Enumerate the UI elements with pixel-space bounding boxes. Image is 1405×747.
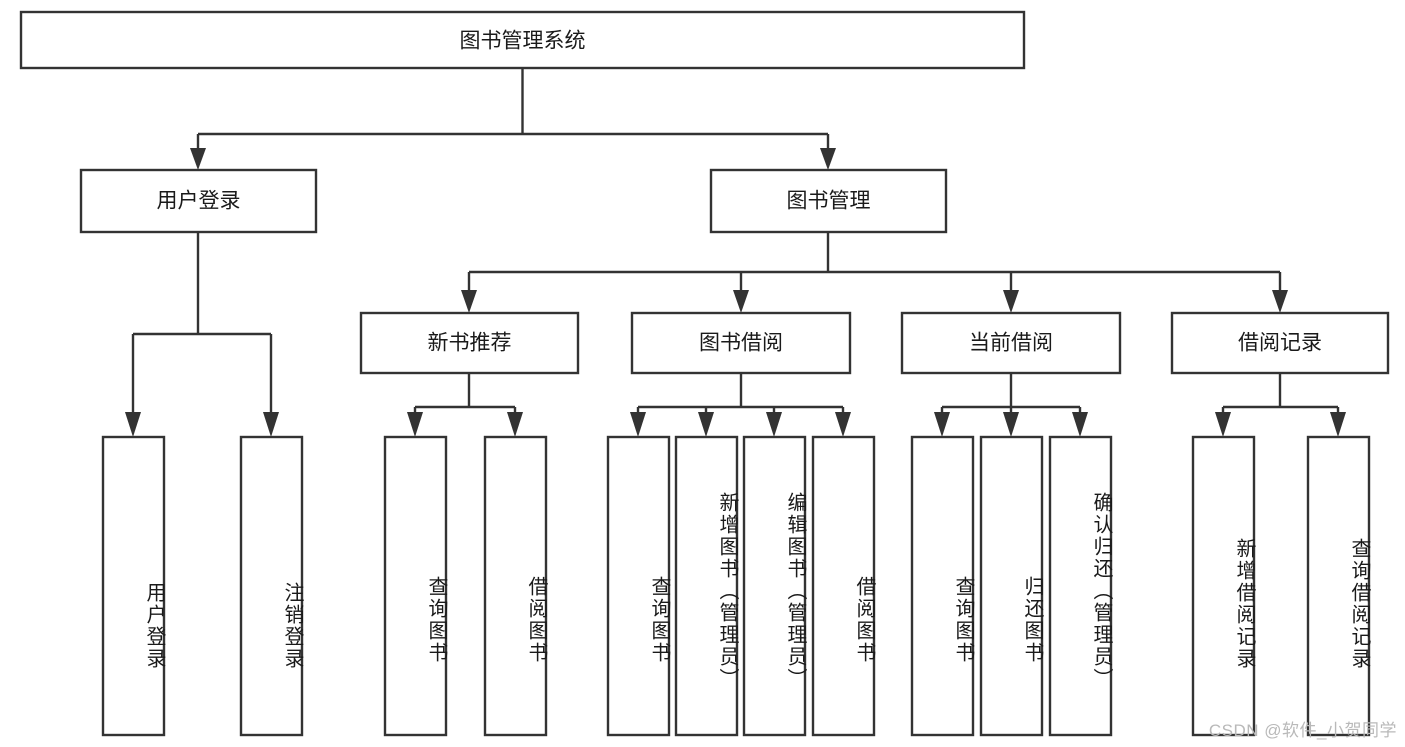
node-borrow-record-label: 借阅记录 [1238,332,1322,355]
connector-borrowrecord-to-leaves [1215,373,1346,437]
connector-bookborrow-to-leaves [630,373,851,437]
node-book-management[interactable]: 图书管理 [709,168,948,234]
node-user-login[interactable]: 用户登录 [79,168,318,234]
arrow-icon [1003,290,1019,313]
node-user-login-label: 用户登录 [157,190,241,213]
leaf-box-query-book-new[interactable] [383,435,448,737]
node-new-book-recommend[interactable]: 新书推荐 [359,311,580,375]
connector-currentborrow-to-leaves [934,373,1088,437]
arrow-icon [407,412,423,437]
arrow-icon [263,412,279,437]
leaf-box-user-logout[interactable] [239,435,304,737]
node-book-borrow[interactable]: 图书借阅 [630,311,852,375]
arrow-icon [733,290,749,313]
arrow-icon [934,412,950,437]
leaf-box-add-record[interactable] [1191,435,1256,737]
arrow-icon [698,412,714,437]
arrow-icon [125,412,141,437]
leaf-box-add-book[interactable] [674,435,739,737]
node-root[interactable]: 图书管理系统 [19,10,1026,70]
leaf-box-query-book-current[interactable] [910,435,975,737]
node-book-management-label: 图书管理 [787,190,871,213]
arrow-icon [766,412,782,437]
arrow-icon [1072,412,1088,437]
node-root-label: 图书管理系统 [460,30,586,53]
node-book-management-box[interactable] [709,168,948,234]
node-book-borrow-box[interactable] [630,311,852,375]
arrow-icon [630,412,646,437]
connector-root-to-level2 [190,68,836,170]
leaf-box-query-record[interactable] [1306,435,1371,737]
arrow-icon [1003,412,1019,437]
node-borrow-record-box[interactable] [1170,311,1390,375]
arrow-icon [835,412,851,437]
watermark-text: CSDN @软件_小贺同学 [1208,721,1397,740]
arrow-icon [820,148,836,170]
connector-userlogin-to-leaves [125,232,279,437]
arrow-icon [507,412,523,437]
node-root-box[interactable] [19,10,1026,70]
node-current-borrow-box[interactable] [900,311,1122,375]
leaf-box-confirm-return[interactable] [1048,435,1113,737]
leaf-box-borrow-book-new[interactable] [483,435,548,737]
node-new-book-recommend-box[interactable] [359,311,580,375]
arrow-icon [1215,412,1231,437]
arrow-icon [190,148,206,170]
leaf-box-user-login[interactable] [101,435,166,737]
leaf-box-edit-book[interactable] [742,435,807,737]
node-current-borrow[interactable]: 当前借阅 [900,311,1122,375]
arrow-icon [1272,290,1288,313]
arrow-icon [461,290,477,313]
node-book-borrow-label: 图书借阅 [699,332,783,355]
arrow-icon [1330,412,1346,437]
leaf-box-return-book[interactable] [979,435,1044,737]
node-user-login-box[interactable] [79,168,318,234]
connector-newbook-to-leaves [407,373,523,437]
leaf-box-query-book-borrow[interactable] [606,435,671,737]
connector-bookmgmt-to-level3 [461,232,1288,313]
node-new-book-recommend-label: 新书推荐 [428,332,512,355]
node-current-borrow-label: 当前借阅 [969,332,1053,355]
leaf-box-borrow-book[interactable] [811,435,876,737]
node-borrow-record[interactable]: 借阅记录 [1170,311,1390,375]
